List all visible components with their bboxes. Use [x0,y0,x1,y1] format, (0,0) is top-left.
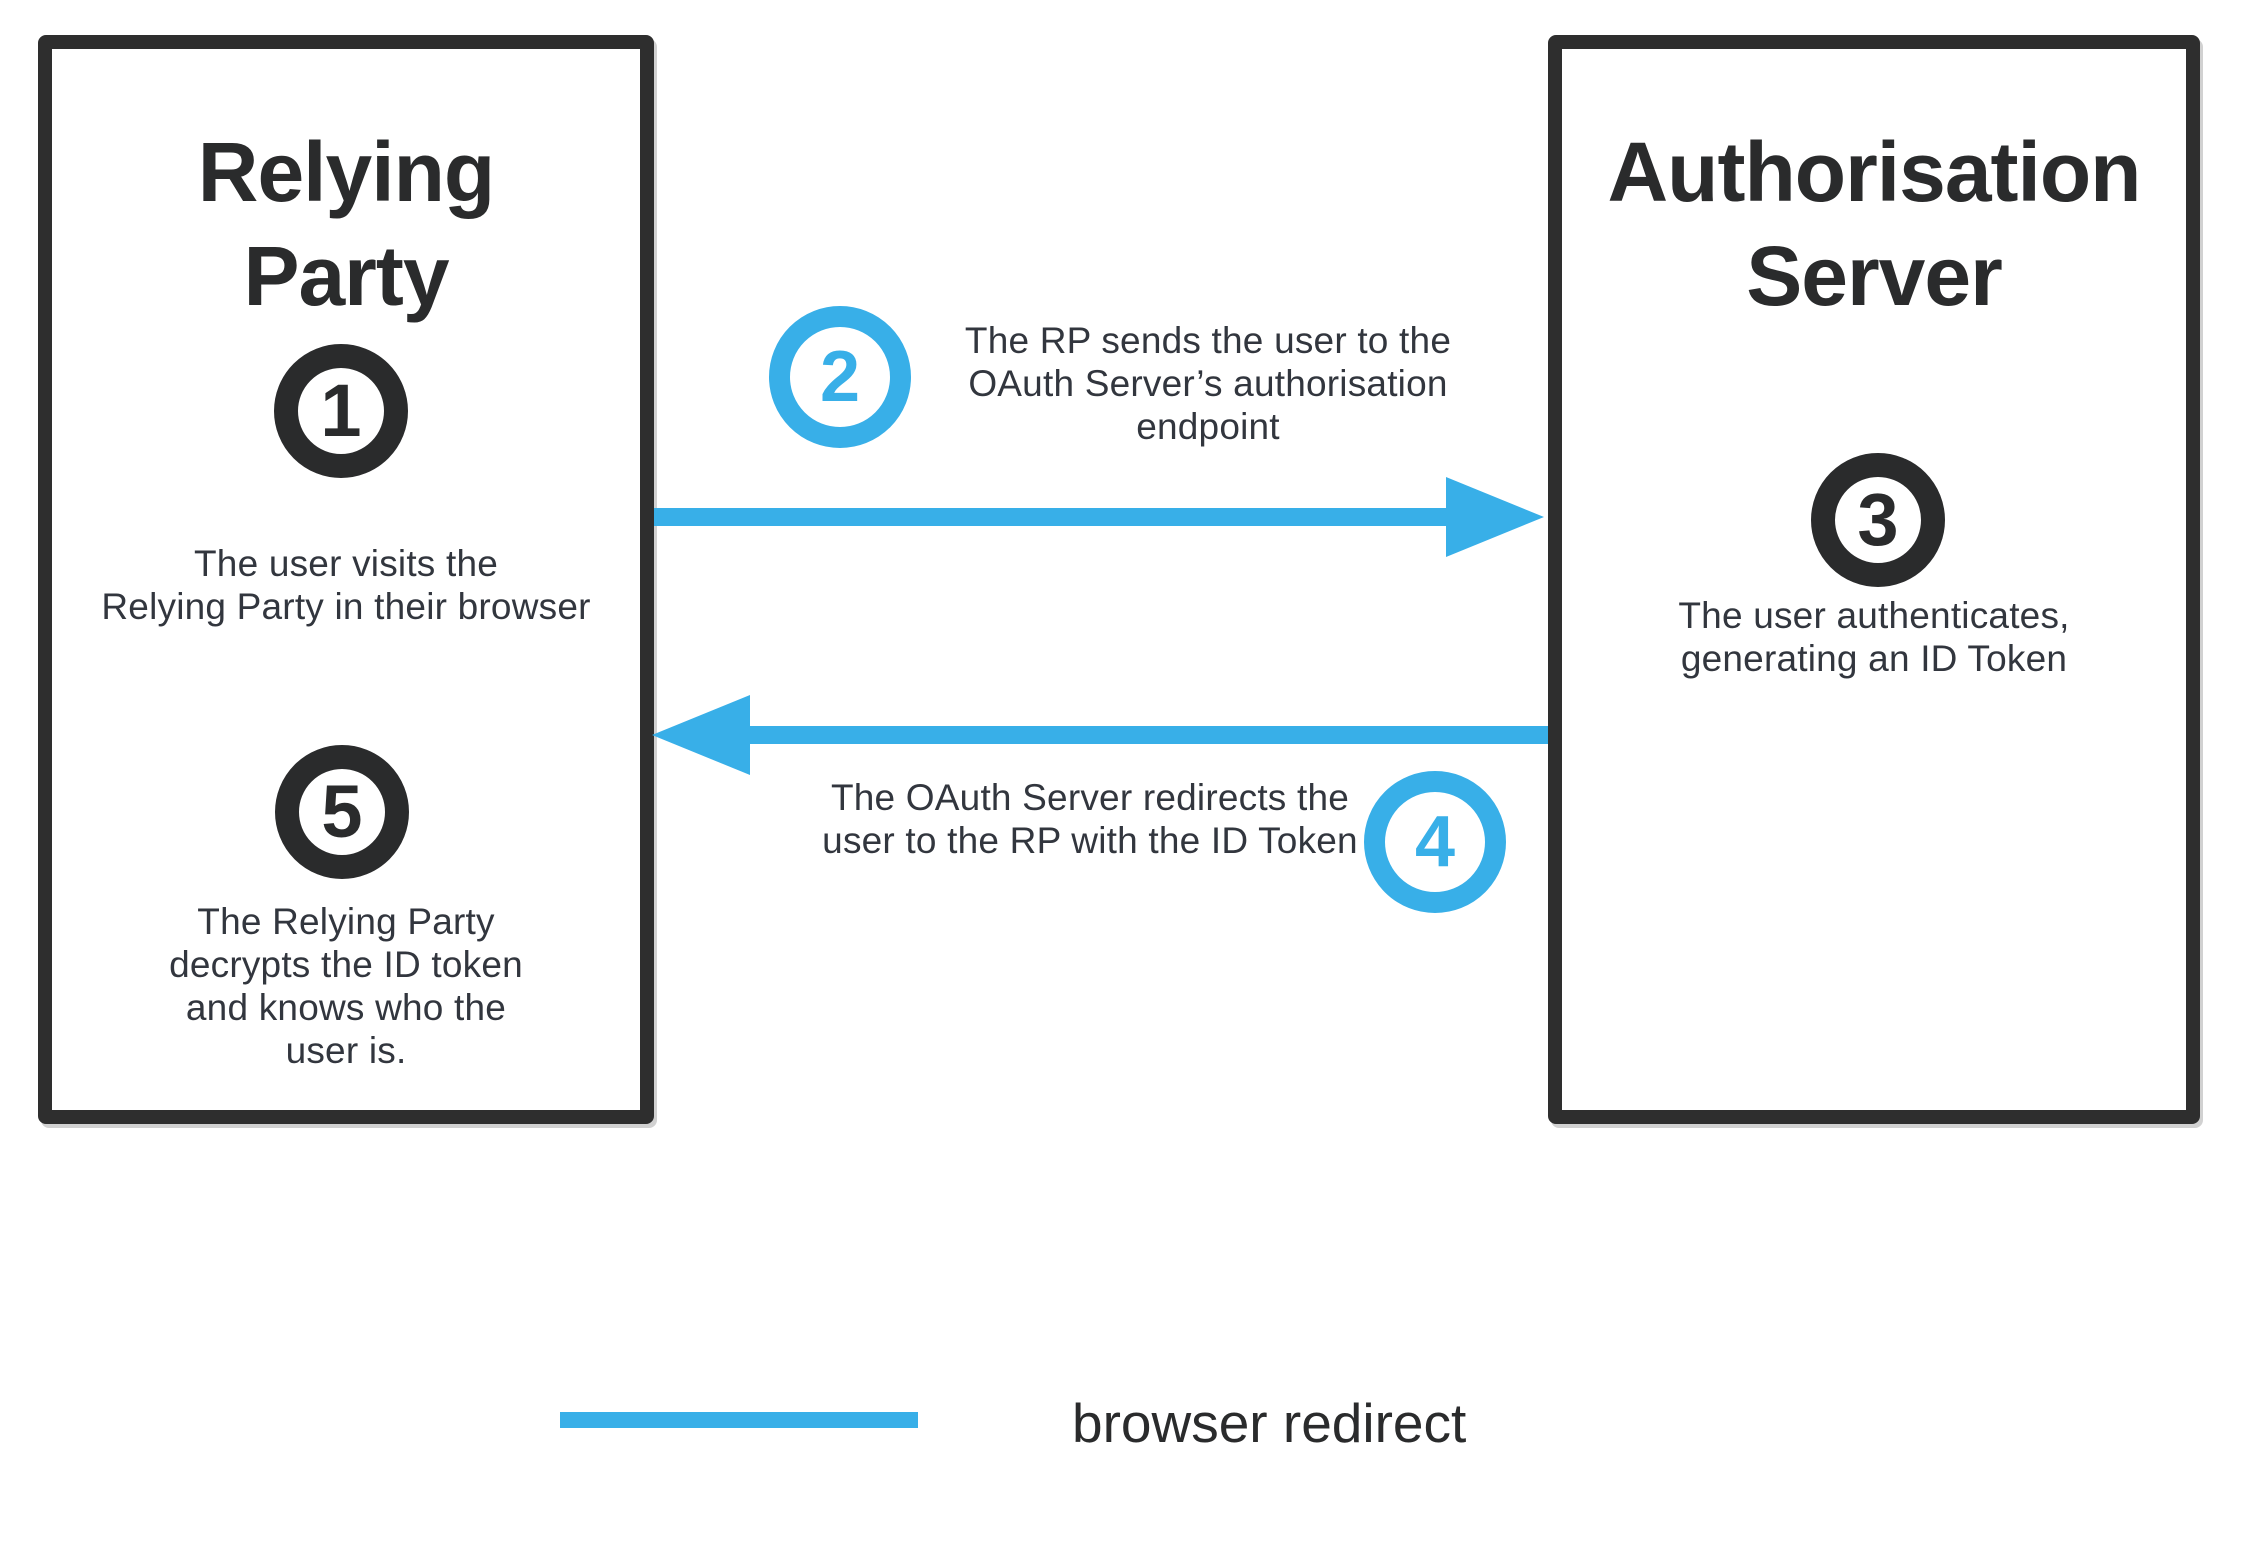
step-5-badge: 5 [275,745,409,879]
step-4-description-line2: user to the RP with the ID Token [822,820,1358,861]
redirect-arrow-to-server [654,477,1544,557]
step-4-description: The OAuth Server redirects the user to t… [820,776,1360,862]
arrow-shaft [748,726,1548,744]
authorisation-server-title-line2: Server [1746,229,2003,323]
relying-party-title-line1: Relying [197,125,495,219]
step-5-description: The Relying Party decrypts the ID token … [52,900,640,1072]
step-4-description-line1: The OAuth Server redirects the [830,777,1350,818]
step-5-description-line2: decrypts the ID token [169,944,523,985]
step-3-number: 3 [1857,478,1899,561]
legend-label: browser redirect [1072,1392,1467,1454]
relying-party-box: Relying Party 1 The user visits the Rely… [38,35,654,1124]
step-2-description-line2: OAuth Server’s authorisation [968,363,1448,404]
step-5-description-line4: user is. [285,1030,407,1071]
step-5-number: 5 [321,770,363,853]
authorisation-server-title: Authorisation Server [1562,120,2186,328]
step-3-badge: 3 [1811,453,1945,587]
step-1-badge: 1 [274,344,408,478]
authorisation-server-box: Authorisation Server 3 The user authenti… [1548,35,2200,1124]
step-4-number: 4 [1414,802,1456,882]
step-2-number: 2 [819,337,861,417]
step-5-description-line1: The Relying Party [197,901,495,942]
step-2-description-line3: endpoint [1136,406,1280,447]
step-2-description: The RP sends the user to the OAuth Serve… [938,319,1478,448]
step-2-description-line1: The RP sends the user to the [964,320,1452,361]
step-3-description: The user authenticates, generating an ID… [1562,594,2186,680]
left-arrowhead-icon [652,695,750,775]
step-5-description-line3: and knows who the [185,987,507,1028]
step-2-badge: 2 [769,306,911,448]
step-1-description-line1: The user visits the [193,543,499,584]
step-1-description: The user visits the Relying Party in the… [52,542,640,628]
redirect-arrow-to-relying-party [652,695,1548,775]
authorisation-server-title-line1: Authorisation [1607,125,2142,219]
step-1-description-line2: Relying Party in their browser [101,586,591,627]
step-3-description-line2: generating an ID Token [1680,638,2068,679]
legend-blue-line [560,1412,918,1428]
step-4-badge: 4 [1364,771,1506,913]
relying-party-title: Relying Party [52,120,640,328]
arrow-shaft [654,508,1464,526]
step-3-description-line1: The user authenticates, [1678,595,2070,636]
relying-party-title-line2: Party [243,229,449,323]
right-arrowhead-icon [1446,477,1544,557]
step-1-number: 1 [320,369,362,452]
